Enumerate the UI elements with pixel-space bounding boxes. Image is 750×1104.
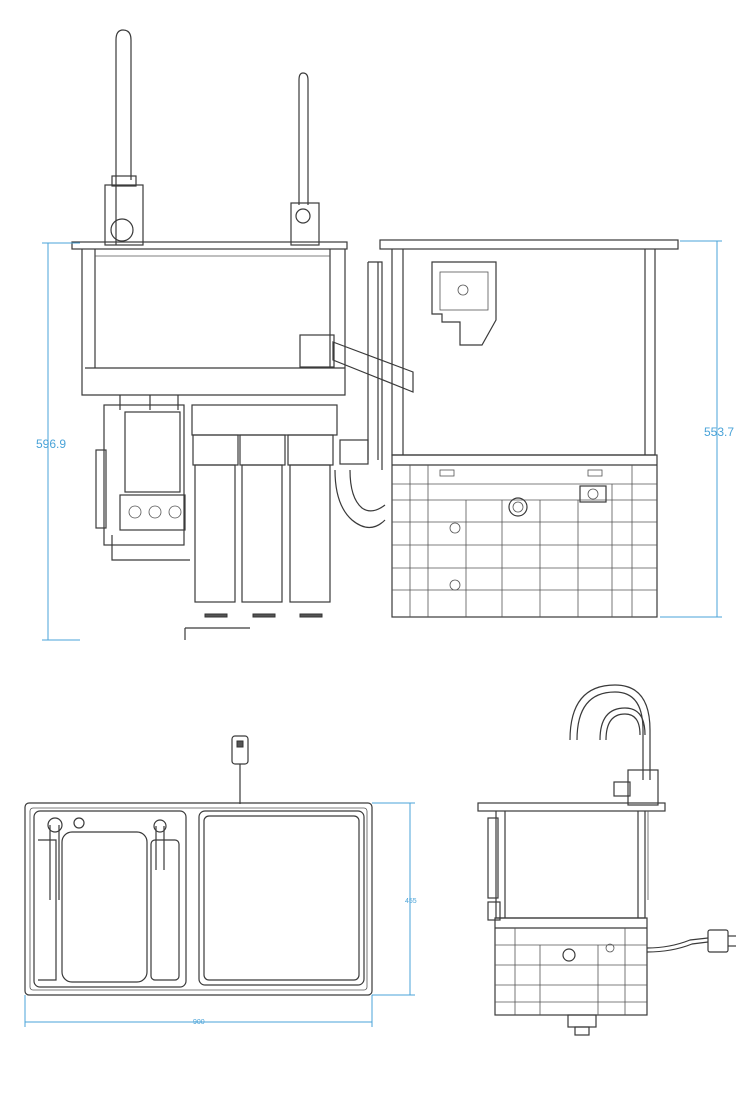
control-plug — [231, 735, 249, 804]
left-basin — [81, 249, 346, 396]
right-cabinet-frame — [391, 454, 658, 618]
dimension-label-553: 553.7 — [704, 425, 734, 439]
front-elevation-view: 596.9 553.7 — [36, 29, 734, 641]
dimension-front-height-left — [42, 242, 80, 641]
side-faucet — [569, 684, 659, 806]
dimension-top-depth — [372, 802, 415, 996]
right-deck — [379, 239, 679, 250]
right-basin-plan — [198, 810, 365, 986]
water-filter-unit — [95, 395, 190, 561]
dimension-top-width — [24, 995, 373, 1027]
faucet-left — [104, 29, 144, 246]
filter-cartridges — [184, 404, 338, 640]
dimension-label-900: 900 — [193, 1019, 205, 1026]
faucet-right — [290, 72, 320, 246]
dimension-label-455: 455 — [405, 898, 417, 905]
side-deck — [477, 802, 666, 812]
left-deck — [71, 241, 348, 250]
drain-trap — [334, 439, 386, 529]
left-basin-plan — [33, 810, 187, 988]
power-cord-plug — [646, 929, 736, 953]
side-body — [487, 811, 649, 921]
drain-pipe — [299, 261, 414, 470]
right-appliance-body — [391, 249, 656, 456]
dimension-front-height-right — [660, 240, 722, 618]
sink-outline — [24, 802, 373, 996]
top-plan-view: 455 900 — [24, 735, 417, 1027]
side-elevation-view — [477, 684, 736, 1036]
dimension-label-596: 596.9 — [36, 437, 66, 451]
side-frame — [494, 917, 648, 1036]
